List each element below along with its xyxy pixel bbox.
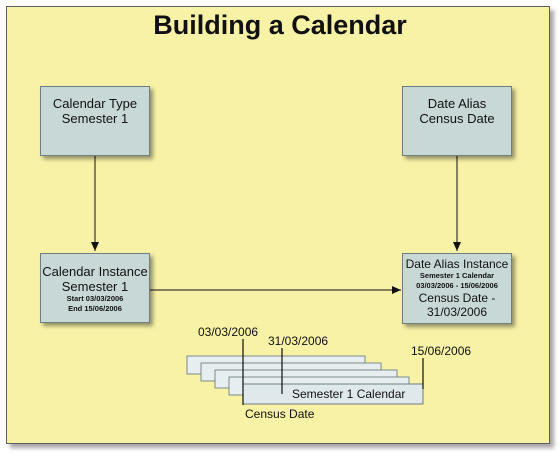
calendar-instance-value: Semester 1 <box>61 279 129 294</box>
calendar-type-label: Calendar Type <box>52 96 138 111</box>
date-alias-box: Date Alias Census Date <box>402 86 512 156</box>
date-alias-instance-calendar: Semester 1 Calendar <box>419 271 495 280</box>
timeline-census-label: Census Date <box>245 407 315 421</box>
date-alias-label: Date Alias <box>427 96 487 111</box>
calendar-stack <box>186 355 424 405</box>
timeline-end-date: 15/06/2006 <box>411 344 472 358</box>
diagram-title: Building a Calendar <box>153 10 407 40</box>
timeline-census-date: 31/03/2006 <box>268 334 329 348</box>
date-alias-instance-box: Date Alias Instance Semester 1 Calendar … <box>402 253 512 324</box>
calendar-instance-end: End 15/06/2006 <box>68 304 122 313</box>
date-alias-instance-census: Census Date - <box>418 291 496 305</box>
date-alias-value: Census Date <box>419 111 495 126</box>
calendar-instance-box: Calendar Instance Semester 1 Start 03/03… <box>40 253 150 323</box>
timeline-start-date: 03/03/2006 <box>198 325 259 339</box>
date-alias-instance-range: 03/03/2006 - 15/06/2006 <box>416 281 498 290</box>
timeline-calendar-label: Semester 1 Calendar <box>292 387 406 401</box>
calendar-instance-start: Start 03/03/2006 <box>66 294 124 303</box>
calendar-type-box: Calendar Type Semester 1 <box>40 86 150 156</box>
calendar-type-value: Semester 1 <box>61 111 129 126</box>
calendar-instance-label: Calendar Instance <box>42 264 148 279</box>
date-alias-instance-label: Date Alias Instance <box>405 257 509 271</box>
date-alias-instance-census-date: 31/03/2006 <box>426 305 488 319</box>
